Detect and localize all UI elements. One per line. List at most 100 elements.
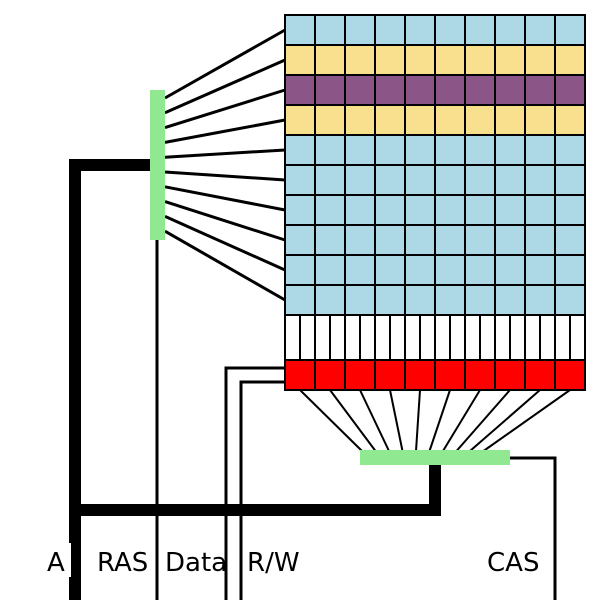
memory-cell	[404, 14, 436, 46]
memory-cell	[344, 44, 376, 76]
memory-cell	[524, 44, 556, 76]
memory-cell	[464, 284, 496, 316]
memory-cell	[464, 104, 496, 136]
sense-amplifier	[494, 359, 526, 391]
word-line	[164, 118, 286, 144]
memory-cell	[494, 14, 526, 46]
sense-amplifier-row	[284, 359, 586, 391]
memory-cell	[344, 224, 376, 256]
word-line	[164, 229, 286, 302]
memory-cell	[404, 104, 436, 136]
memory-cell	[524, 134, 556, 166]
memory-cell	[554, 224, 586, 256]
memory-cell	[314, 164, 346, 196]
memory-cell	[314, 254, 346, 286]
memory-cell	[494, 134, 526, 166]
memory-cell	[374, 134, 406, 166]
memory-cell	[494, 104, 526, 136]
memory-cell	[554, 14, 586, 46]
memory-cell	[314, 194, 346, 226]
memory-cell	[284, 134, 316, 166]
column-select-line	[442, 389, 481, 452]
memory-cell	[314, 284, 346, 316]
memory-cell	[434, 164, 466, 196]
memory-cell	[284, 284, 316, 316]
word-line	[164, 215, 286, 272]
memory-cell	[404, 134, 436, 166]
memory-cell	[344, 104, 376, 136]
memory-cell	[374, 254, 406, 286]
memory-cell	[494, 284, 526, 316]
memory-cell	[464, 44, 496, 76]
memory-cell	[374, 194, 406, 226]
memory-cell	[314, 14, 346, 46]
memory-cell	[404, 194, 436, 226]
address-bus	[69, 159, 441, 600]
memory-cell	[284, 254, 316, 286]
memory-cell	[464, 254, 496, 286]
memory-cell	[374, 74, 406, 106]
word-line	[164, 88, 286, 130]
memory-cell	[404, 224, 436, 256]
column-select-line	[482, 389, 571, 452]
sense-amplifier	[464, 359, 496, 391]
sense-amplifier	[284, 359, 316, 391]
memory-cell	[284, 74, 316, 106]
column-select-line	[329, 389, 377, 452]
memory-cell	[554, 254, 586, 286]
column-select-line	[359, 389, 390, 452]
memory-cell	[404, 284, 436, 316]
memory-cell	[434, 74, 466, 106]
memory-cell	[494, 254, 526, 286]
memory-cell	[284, 194, 316, 226]
memory-cell	[374, 224, 406, 256]
memory-cell	[344, 134, 376, 166]
memory-cell	[344, 74, 376, 106]
memory-cell	[524, 254, 556, 286]
memory-cell	[494, 44, 526, 76]
memory-cell	[344, 284, 376, 316]
memory-cell	[344, 194, 376, 226]
column-select-line	[469, 389, 541, 452]
sense-amplifier	[344, 359, 376, 391]
memory-cell	[554, 194, 586, 226]
memory-cell	[404, 254, 436, 286]
word-line	[164, 200, 286, 242]
memory-cell	[374, 284, 406, 316]
memory-cell	[464, 194, 496, 226]
memory-cell	[344, 254, 376, 286]
memory-cell	[404, 164, 436, 196]
memory-cell	[434, 14, 466, 46]
memory-cell	[494, 224, 526, 256]
word-line	[164, 58, 286, 115]
sense-amplifier	[404, 359, 436, 391]
sense-amplifier	[314, 359, 346, 391]
memory-cell	[464, 134, 496, 166]
memory-cell	[464, 14, 496, 46]
memory-cell	[524, 194, 556, 226]
memory-cell	[374, 164, 406, 196]
memory-cell	[314, 44, 346, 76]
column-connections	[284, 315, 586, 360]
memory-cell	[434, 254, 466, 286]
column-select-line	[455, 389, 511, 452]
memory-cell	[554, 44, 586, 76]
memory-cell	[404, 74, 436, 106]
memory-cell	[554, 74, 586, 106]
column-select-line	[389, 389, 404, 452]
memory-cell-array	[284, 14, 586, 316]
memory-cell	[434, 134, 466, 166]
column-select-line	[428, 389, 451, 452]
memory-cell	[404, 44, 436, 76]
memory-cell	[434, 284, 466, 316]
cas-label: CAS	[487, 548, 539, 578]
column-select-line	[415, 389, 421, 452]
memory-cell	[554, 134, 586, 166]
memory-cell	[494, 164, 526, 196]
memory-cell	[374, 104, 406, 136]
memory-cell	[434, 104, 466, 136]
rw-line	[239, 380, 286, 600]
memory-cell	[314, 104, 346, 136]
column-decoder-fanin	[299, 389, 571, 452]
memory-cell	[464, 224, 496, 256]
